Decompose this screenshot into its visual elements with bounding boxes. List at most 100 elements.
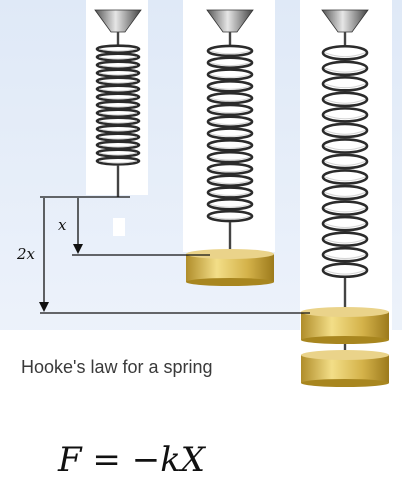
unloaded-spring-coil [95, 156, 141, 166]
two-mass-spring-coil [321, 107, 369, 123]
one-mass-spring-coil [206, 56, 254, 69]
two-mass-spring-coil [321, 44, 369, 61]
unloaded-spring-coil-highlight [98, 64, 138, 68]
unloaded-spring-coil-highlight [98, 56, 138, 60]
one-mass-spring-coil-highlight [209, 109, 251, 114]
one-mass-spring-coil-highlight [209, 180, 251, 185]
one-mass-spring-coil [206, 127, 254, 140]
unloaded-spring-coil-highlight [98, 136, 138, 140]
two-mass-spring-coil-highlight [324, 52, 366, 58]
two-mass-spring-coil-highlight [324, 238, 366, 244]
two-mass-spring-mass-1-bottom [301, 336, 389, 344]
one-mass-spring-coil [206, 91, 254, 105]
one-mass-spring-coil-highlight [209, 156, 251, 161]
one-mass-spring-coil [206, 162, 254, 176]
two-mass-spring-coil [321, 262, 369, 279]
two-mass-spring-coil [321, 91, 369, 108]
two-mass-spring-coil-highlight [324, 160, 366, 166]
two-mass-spring-coil [321, 246, 369, 263]
unloaded-spring-coil-highlight [98, 72, 138, 76]
one-mass-spring-coil-highlight [209, 85, 251, 90]
one-mass-spring-coil [206, 174, 254, 187]
two-mass-spring-coil-highlight [324, 223, 366, 229]
two-mass-spring-coil [321, 153, 369, 170]
one-mass-spring-coil [206, 103, 254, 117]
one-mass-spring [186, 9, 274, 286]
one-mass-spring-mass-1-top [186, 249, 274, 259]
two-mass-spring-mass-2-bottom [301, 379, 389, 387]
caption: Hooke's law for a spring [21, 357, 213, 377]
unloaded-spring-coil-highlight [98, 104, 138, 108]
one-mass-spring-coil-highlight [209, 191, 251, 196]
unloaded-spring-coil-highlight [98, 144, 138, 148]
unloaded-spring-coil-highlight [98, 80, 138, 84]
one-mass-spring-coil-highlight [209, 50, 251, 55]
unloaded-spring-coil-highlight [98, 88, 138, 92]
one-mass-spring-coil [206, 198, 254, 211]
one-mass-spring-mass-1-bottom [186, 278, 274, 286]
one-mass-spring-coil [206, 186, 254, 199]
two-mass-spring-coil-highlight [324, 83, 366, 89]
one-mass-spring-coil [206, 139, 254, 152]
two-mass-spring-coil-highlight [324, 254, 366, 260]
formula-equals: = [81, 440, 132, 480]
unloaded-spring-coil-highlight [98, 112, 138, 116]
two-mass-spring-coil-highlight [324, 145, 366, 151]
two-mass-spring-coil [321, 76, 369, 92]
two-mass-spring-coil-highlight [324, 269, 366, 275]
two-mass-spring-coil-highlight [324, 207, 366, 213]
two-mass-spring-mass-2-top [301, 350, 389, 360]
unloaded-spring [94, 9, 142, 197]
unloaded-spring-coil-highlight [98, 152, 138, 156]
panel-gap [113, 218, 125, 236]
2x-label: 2x [17, 245, 36, 263]
one-mass-spring-coil-highlight [209, 203, 251, 208]
unloaded-spring-holder-icon [94, 9, 142, 33]
two-mass-spring-coil [321, 60, 369, 77]
one-mass-spring-coil [206, 68, 254, 81]
two-mass-spring-coil [321, 215, 369, 232]
one-mass-spring-coil-highlight [209, 132, 251, 137]
formula-force: F [58, 440, 82, 480]
one-mass-spring-coil [206, 115, 254, 128]
one-mass-spring-coil-highlight [209, 73, 251, 78]
two-mass-spring-coil [321, 122, 369, 139]
unloaded-spring-coil-highlight [98, 160, 138, 164]
2x-arrow-head [39, 302, 49, 312]
one-mass-spring-coil-highlight [209, 215, 251, 220]
formula-minus-k: −k [131, 440, 181, 480]
two-mass-spring [301, 9, 389, 387]
one-mass-spring-coil-highlight [209, 144, 251, 149]
one-mass-spring-coil [206, 209, 254, 223]
two-mass-spring-coil-highlight [324, 129, 366, 135]
two-mass-spring-coil [321, 231, 369, 247]
unloaded-spring-coil-highlight [98, 120, 138, 124]
one-mass-spring-coil-highlight [209, 168, 251, 173]
two-mass-spring-coil-highlight [324, 67, 366, 73]
two-mass-spring-coil-highlight [324, 98, 366, 104]
one-mass-spring-coil [206, 150, 254, 164]
one-mass-spring-coil-highlight [209, 97, 251, 102]
one-mass-spring-coil-highlight [209, 121, 251, 126]
two-mass-spring-coil [321, 200, 369, 216]
one-mass-spring-coil [206, 44, 254, 58]
two-mass-spring-coil-highlight [324, 176, 366, 182]
one-mass-spring-holder-icon [206, 9, 254, 33]
formula-displacement: X [180, 440, 206, 480]
unloaded-spring-coil-highlight [98, 96, 138, 100]
two-mass-spring-coil [321, 169, 369, 185]
unloaded-spring-coil-highlight [98, 128, 138, 132]
x-label: x [58, 216, 67, 234]
x-arrow-head [73, 244, 83, 254]
two-mass-spring-mass-1-top [301, 307, 389, 317]
two-mass-spring-coil-highlight [324, 192, 366, 197]
two-mass-spring-holder-icon [321, 9, 369, 33]
two-mass-spring-coil [321, 138, 369, 154]
two-mass-spring-coil [321, 184, 369, 201]
two-mass-spring-coil-highlight [324, 114, 366, 120]
one-mass-spring-coil [206, 80, 254, 93]
hookes-law-formula: F = −kX [58, 440, 205, 480]
unloaded-spring-coil-highlight [98, 48, 138, 52]
one-mass-spring-coil-highlight [209, 62, 251, 67]
